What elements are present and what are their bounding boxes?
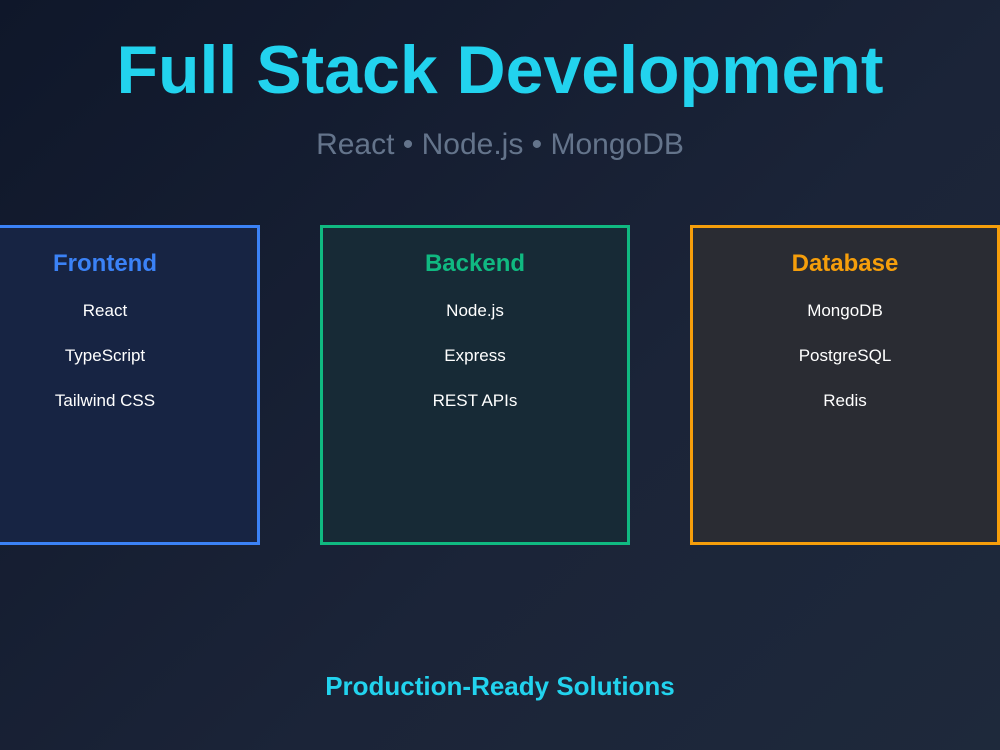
backend-card-title: Backend [424, 250, 526, 277]
frontend-tech-item: Tailwind CSS [54, 391, 156, 410]
backend-card: Backend Node.js Express REST APIs [320, 225, 630, 545]
backend-tech-list: Node.js Express REST APIs [323, 301, 627, 436]
database-card: Database MongoDB PostgreSQL Redis [690, 225, 1000, 545]
backend-tech-item: Node.js [446, 301, 504, 320]
page-subtitle: React • Node.js • MongoDB [316, 128, 684, 161]
footer-tagline: Production-Ready Solutions [325, 671, 675, 701]
frontend-tech-item: React [82, 301, 128, 320]
database-tech-list: MongoDB PostgreSQL Redis [693, 301, 997, 436]
database-tech-item: MongoDB [807, 301, 883, 320]
backend-tech-item: REST APIs [432, 391, 518, 410]
frontend-tech-list: React TypeScript Tailwind CSS [0, 301, 257, 436]
database-card-title: Database [791, 250, 899, 277]
database-tech-item: Redis [823, 391, 867, 410]
page-title: Full Stack Development [116, 32, 884, 108]
database-tech-item: PostgreSQL [798, 346, 892, 365]
frontend-card-title: Frontend [53, 250, 157, 277]
frontend-card: Frontend React TypeScript Tailwind CSS [0, 225, 260, 545]
backend-tech-item: Express [444, 346, 506, 365]
frontend-tech-item: TypeScript [64, 346, 146, 365]
